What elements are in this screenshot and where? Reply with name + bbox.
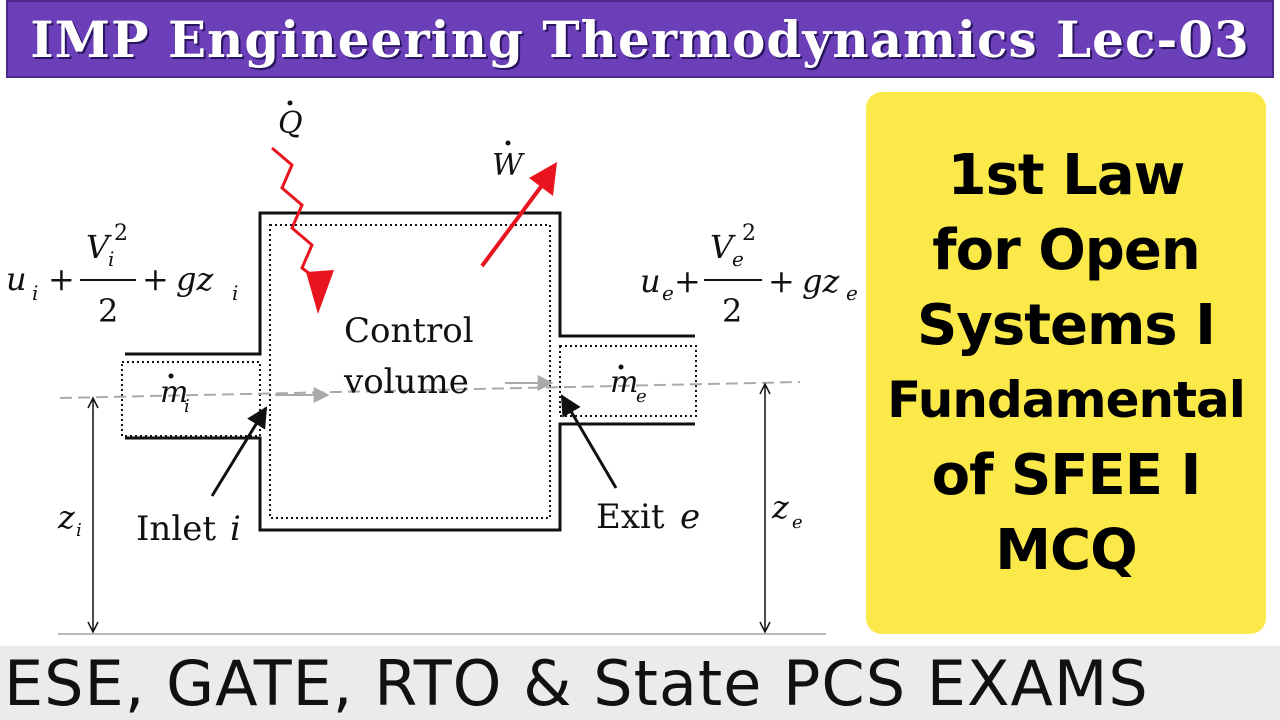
topic-line: for Open bbox=[932, 218, 1200, 283]
exit-label: Exit e bbox=[596, 497, 700, 537]
svg-text:i: i bbox=[32, 281, 38, 305]
heat-dot bbox=[287, 100, 293, 106]
svg-text:u: u bbox=[640, 262, 661, 300]
svg-text:z: z bbox=[771, 488, 790, 526]
control-volume-label-line2: volume bbox=[343, 362, 469, 402]
inlet-height-dimension bbox=[87, 396, 99, 634]
topic-line: 1st Law bbox=[947, 143, 1186, 208]
exit-height-dimension bbox=[759, 382, 771, 634]
svg-text:+: + bbox=[674, 262, 701, 300]
inlet-height-label: z i bbox=[57, 498, 82, 541]
work-rate-symbol: W bbox=[492, 148, 525, 183]
inlet-label: Inlet i bbox=[136, 509, 241, 549]
exam-list: ESE, GATE, RTO & State PCS EXAMS bbox=[4, 646, 1149, 720]
svg-text:e: e bbox=[792, 512, 803, 533]
svg-text:i: i bbox=[230, 509, 241, 549]
svg-text:V: V bbox=[86, 228, 112, 266]
control-volume-diagram: Q W u i + V i 2 2 + gz i u e + V e 2 2 +… bbox=[6, 100, 858, 635]
svg-text:m: m bbox=[160, 375, 188, 410]
svg-text:2: 2 bbox=[722, 292, 742, 330]
svg-text:i: i bbox=[184, 396, 190, 417]
svg-text:e: e bbox=[662, 281, 674, 305]
svg-text:e: e bbox=[732, 247, 744, 271]
inlet-mass-flow: m i bbox=[160, 373, 190, 417]
exit-pointer bbox=[560, 394, 618, 489]
control-volume-label-line1: Control bbox=[344, 311, 474, 351]
topic-line: Systems I bbox=[917, 293, 1216, 358]
svg-text:Exit: Exit bbox=[596, 497, 665, 537]
topic-line: of SFEE I bbox=[931, 443, 1202, 508]
svg-text:e: e bbox=[846, 281, 858, 305]
topic-line: Fundamental bbox=[887, 371, 1246, 429]
svg-text:m: m bbox=[610, 365, 638, 400]
inlet-pointer bbox=[210, 406, 268, 497]
heat-rate-symbol: Q bbox=[278, 106, 303, 141]
pipe-outline bbox=[125, 211, 695, 532]
svg-text:+: + bbox=[48, 260, 75, 298]
svg-text:2: 2 bbox=[114, 221, 128, 246]
work-dot bbox=[505, 140, 511, 146]
svg-text:i: i bbox=[232, 281, 238, 305]
svg-text:+: + bbox=[142, 260, 169, 298]
inlet-energy-expression: u i + V i 2 2 + gz i bbox=[6, 221, 238, 330]
svg-text:gz: gz bbox=[176, 260, 214, 298]
svg-text:+: + bbox=[768, 262, 795, 300]
svg-text:i: i bbox=[76, 520, 82, 541]
svg-text:i: i bbox=[108, 247, 114, 271]
svg-text:z: z bbox=[57, 498, 76, 536]
svg-text:2: 2 bbox=[742, 221, 756, 246]
control-volume-boundary bbox=[121, 224, 697, 519]
svg-text:e: e bbox=[636, 386, 647, 407]
svg-text:2: 2 bbox=[98, 292, 118, 330]
topic-line: MCQ bbox=[995, 518, 1137, 583]
svg-text:u: u bbox=[6, 260, 27, 298]
svg-text:V: V bbox=[710, 228, 736, 266]
exit-energy-expression: u e + V e 2 2 + gz e bbox=[640, 221, 858, 330]
title-banner: IMP Engineering Thermodynamics Lec-03 bbox=[6, 0, 1274, 78]
video-title: IMP Engineering Thermodynamics Lec-03 bbox=[30, 9, 1250, 69]
svg-text:gz: gz bbox=[802, 262, 840, 300]
exit-height-label: z e bbox=[771, 488, 803, 533]
topic-card: 1st Law for Open Systems I Fundamental o… bbox=[866, 92, 1266, 634]
exam-banner: ESE, GATE, RTO & State PCS EXAMS bbox=[0, 646, 1280, 720]
svg-text:e: e bbox=[680, 497, 700, 537]
svg-text:Inlet: Inlet bbox=[136, 509, 216, 549]
reference-dashed-line bbox=[59, 381, 801, 399]
heat-arrow bbox=[271, 146, 334, 314]
work-arrow bbox=[480, 162, 557, 268]
exit-mass-flow: m e bbox=[610, 364, 647, 407]
